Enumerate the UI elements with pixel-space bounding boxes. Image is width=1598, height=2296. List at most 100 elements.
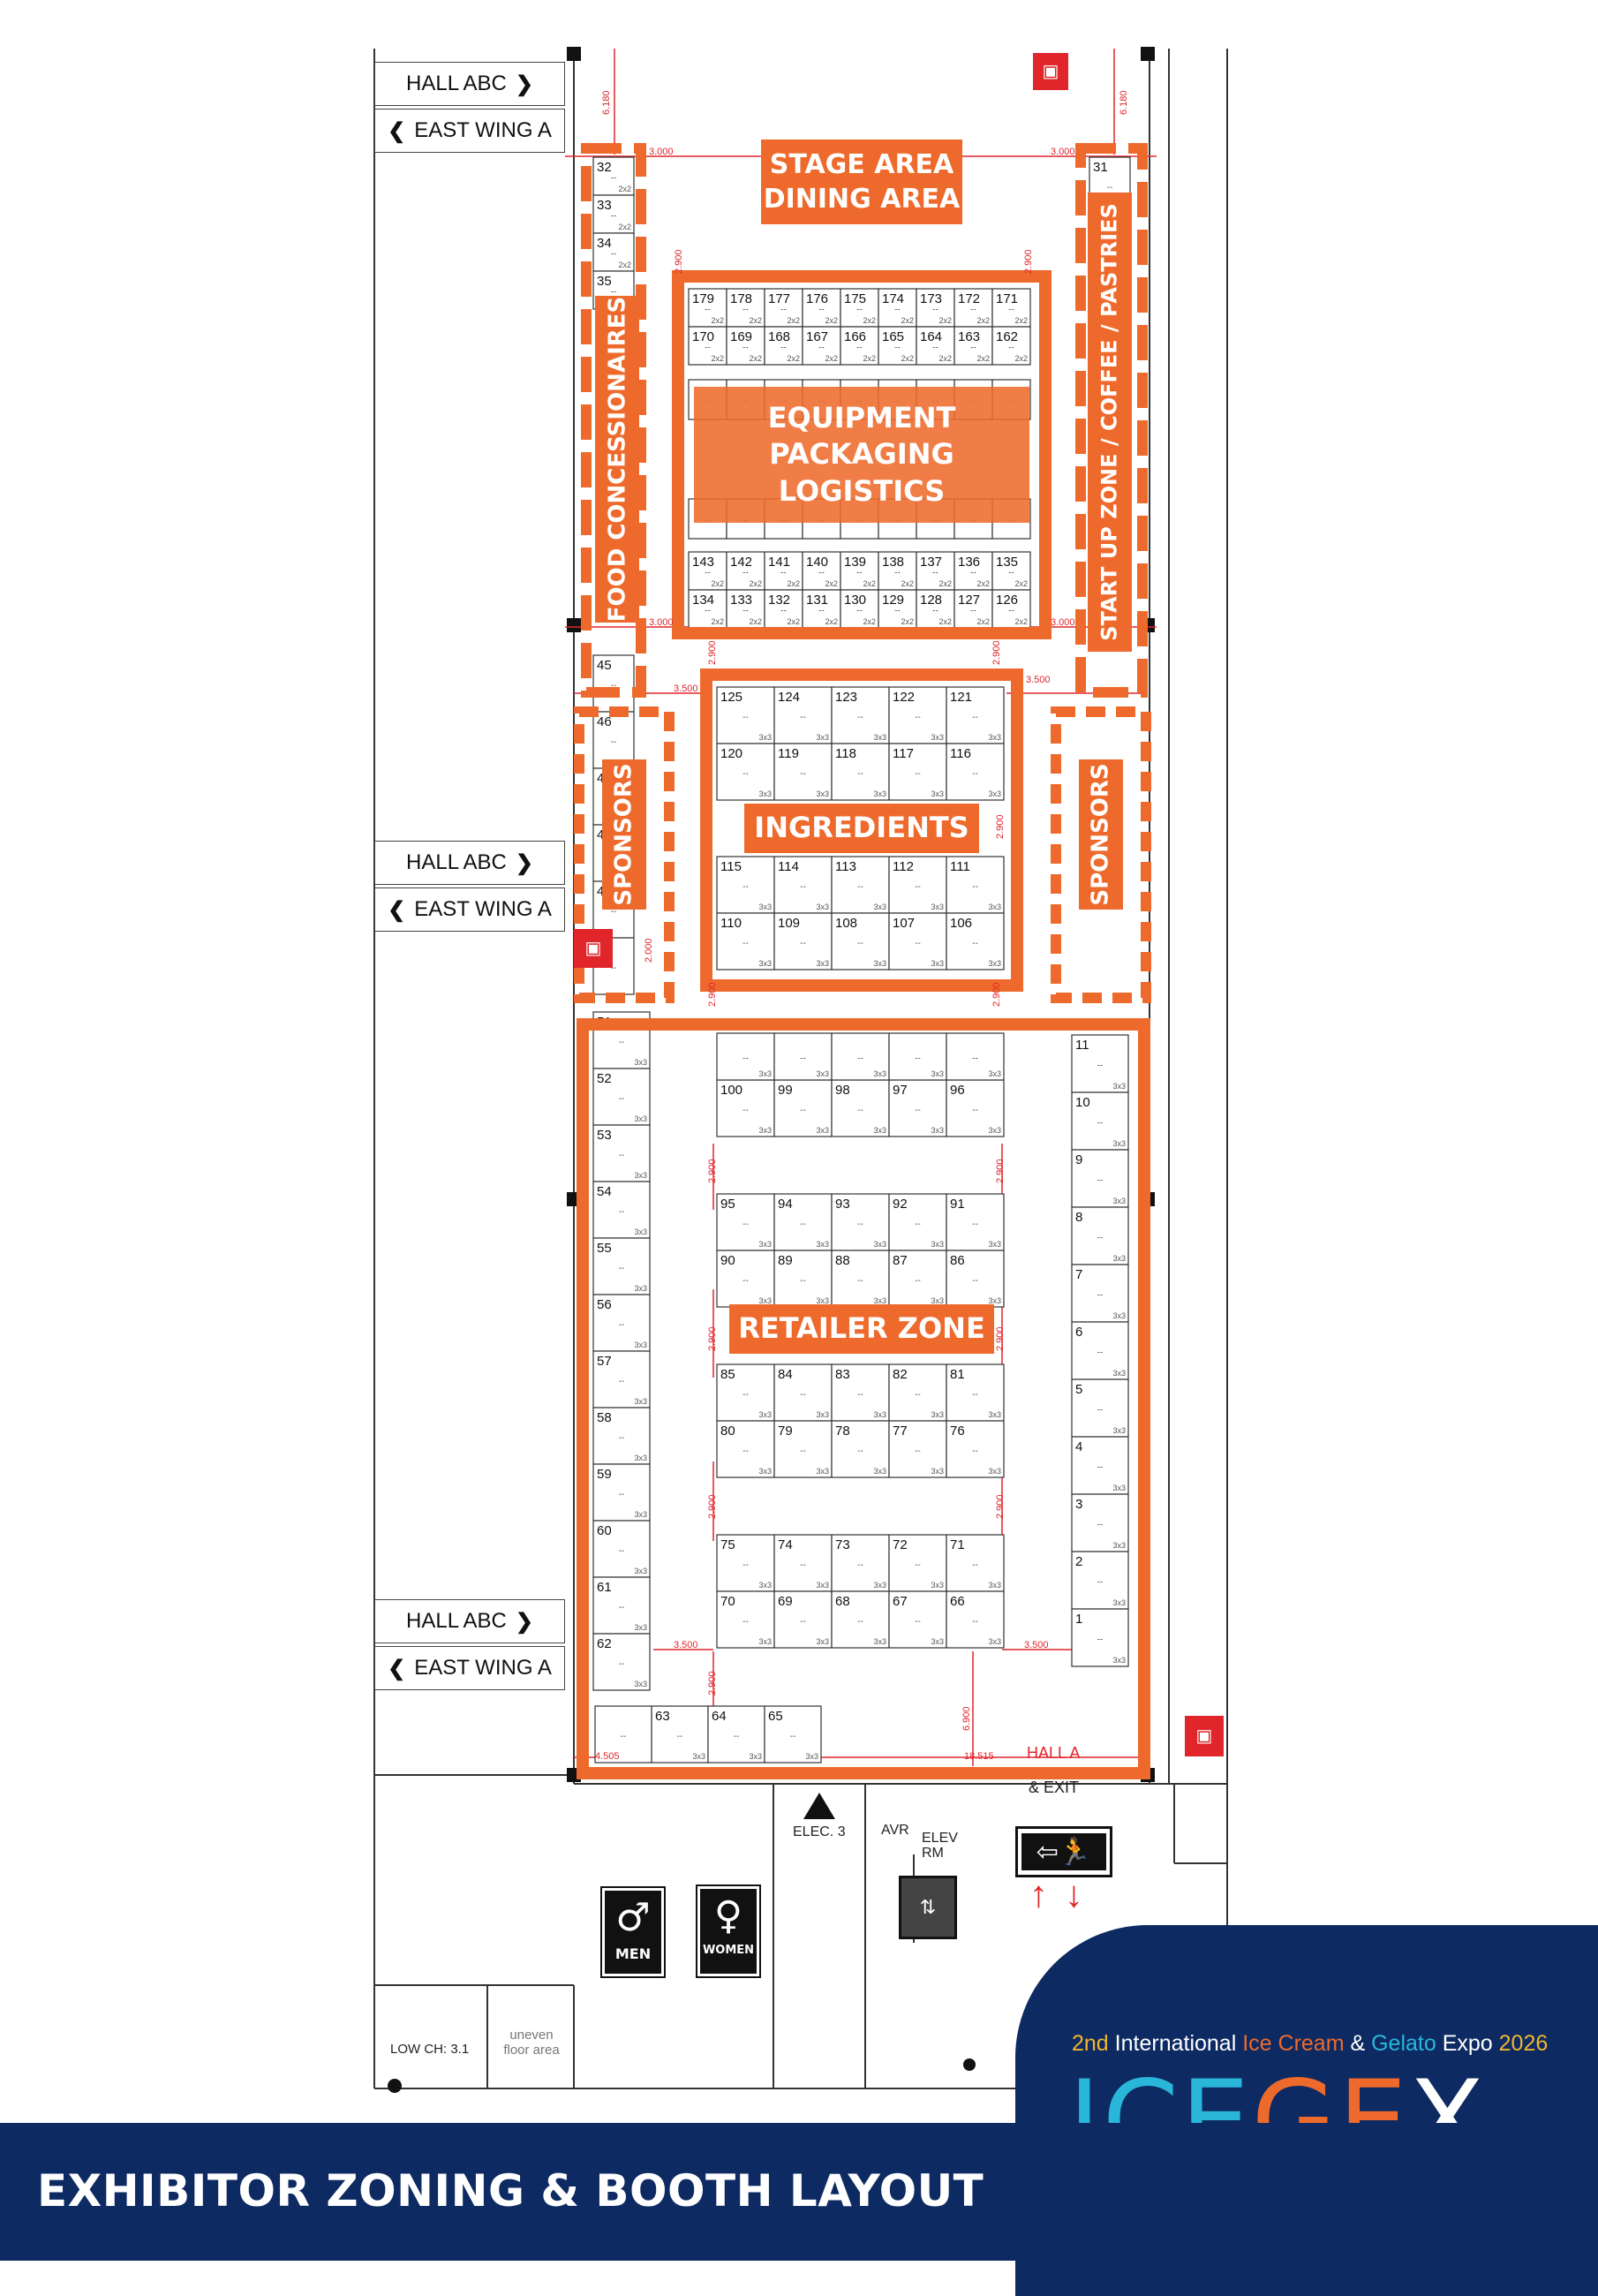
booth-size: 3x3 [692,1752,705,1761]
electrical-icon [803,1793,835,1819]
booth [916,326,955,366]
booth [954,589,993,629]
booth-dash: -- [1097,1234,1104,1243]
booth-dash: -- [619,1038,625,1047]
booth-size: 3x3 [816,789,829,798]
booth-number: 125 [720,690,742,705]
booth [764,1705,822,1764]
booth-size: 2x2 [976,617,990,626]
booth-size: 2x2 [863,354,876,363]
fire-hose-cabinet-icon: ▣ [1185,1716,1224,1756]
booth-dash: -- [780,607,787,616]
booth-dash: -- [621,1732,627,1741]
booth [878,589,917,629]
booth-size: 3x3 [816,1240,829,1249]
booth-dash: -- [619,1377,625,1386]
booth-size: 2x2 [938,316,952,325]
booth [773,1420,833,1478]
booth-size: 2x2 [749,316,762,325]
booth-size: 3x3 [988,1240,1001,1249]
booth-number: 58 [597,1410,612,1425]
booth-number: 139 [844,555,866,570]
booth-size: 3x3 [988,1581,1001,1590]
booth [802,551,841,591]
booth-dash: -- [1008,344,1014,353]
dimension-text: 3.000 [1051,617,1075,628]
nav-east-wing[interactable]: ❮EAST WING A [374,109,565,153]
booth-dash: -- [677,1732,683,1741]
dimension-text: 3.500 [1026,675,1051,685]
booth-dash: -- [800,1390,806,1400]
nav-wing-label: EAST WING A [414,897,552,921]
booth [592,156,635,196]
booth-number: 163 [958,329,980,344]
booth-dash: -- [857,1446,863,1456]
booth-dash: -- [915,1617,921,1627]
booth-number: 90 [720,1253,735,1268]
uneven-floor-label: uneven floor area [503,2028,560,2058]
booth [773,912,833,971]
expo-title: 2nd International Ice Cream & Gelato Exp… [1072,2031,1548,2057]
booth-dash: -- [972,1054,978,1064]
nav-east-wing[interactable]: ❮EAST WING A [374,1646,565,1690]
nav-hall-abc[interactable]: HALL ABC❯ [374,1599,565,1643]
booth-number: 123 [835,690,857,705]
booth-number: 136 [958,555,980,570]
nav-hall-abc[interactable]: HALL ABC❯ [374,62,565,106]
booth-size: 3x3 [988,789,1001,798]
avr-label: AVR [881,1823,909,1838]
booth-dash: -- [856,344,863,353]
exit-sign-icon: ⇦🏃 [1015,1826,1112,1877]
booth-size: 3x3 [873,959,886,968]
booth-dash: -- [932,344,938,353]
nav-east-wing[interactable]: ❮EAST WING A [374,887,565,932]
booth-size: 2x2 [901,354,914,363]
booth-size: 3x3 [1112,1541,1126,1550]
booth-dash: -- [857,1106,863,1115]
booth-number: 170 [692,329,714,344]
booth-size: 3x3 [816,959,829,968]
booth-dash: -- [1097,1061,1104,1071]
booth-size: 2x2 [938,579,952,588]
booth-size: 2x2 [825,579,838,588]
booth-number: 64 [712,1709,727,1724]
exit-label: & EXIT [1029,1779,1080,1796]
booth [764,326,803,366]
booth [802,326,841,366]
booth-dash: -- [894,306,901,315]
chevron-right-icon: ❯ [515,72,533,96]
booth [946,912,1005,971]
booth-size: 3x3 [873,1410,886,1419]
booth-number: 178 [730,291,752,306]
booth-dash: -- [915,1106,921,1115]
nav-hall-abc[interactable]: HALL ABC❯ [374,841,565,885]
booth-number: 119 [778,746,799,761]
booth-dash: -- [619,1264,625,1273]
booth-dash: -- [742,607,749,616]
booth-dash: -- [611,681,617,691]
booth [991,288,1031,328]
booth-size: 3x3 [758,1637,772,1646]
booth-size: 2x2 [787,316,800,325]
dimension-text: 2.900 [995,1494,1006,1519]
booth-number: 62 [597,1636,612,1651]
booth [1071,1493,1129,1552]
booth [888,1250,947,1308]
booth-number: 10 [1075,1095,1090,1110]
zone-sponsors-left-label: SPONSORS [602,759,646,910]
booth-size: 3x3 [816,1296,829,1305]
booth-dash: -- [742,1054,749,1064]
booth-dash: -- [1008,569,1014,578]
booth-dash: -- [970,607,976,616]
booth-dash: -- [972,1220,978,1229]
women-label: WOMEN [702,1944,755,1957]
booth-size: 3x3 [1112,1311,1126,1320]
booth-size: 3x3 [816,1410,829,1419]
booth-dash: -- [800,1446,806,1456]
booth-size: 3x3 [816,903,829,911]
booth [946,1420,1005,1478]
booth-number: 88 [835,1253,850,1268]
booth-size: 3x3 [1112,1598,1126,1607]
booth-number: 65 [768,1709,783,1724]
booth-number: 121 [950,690,972,705]
